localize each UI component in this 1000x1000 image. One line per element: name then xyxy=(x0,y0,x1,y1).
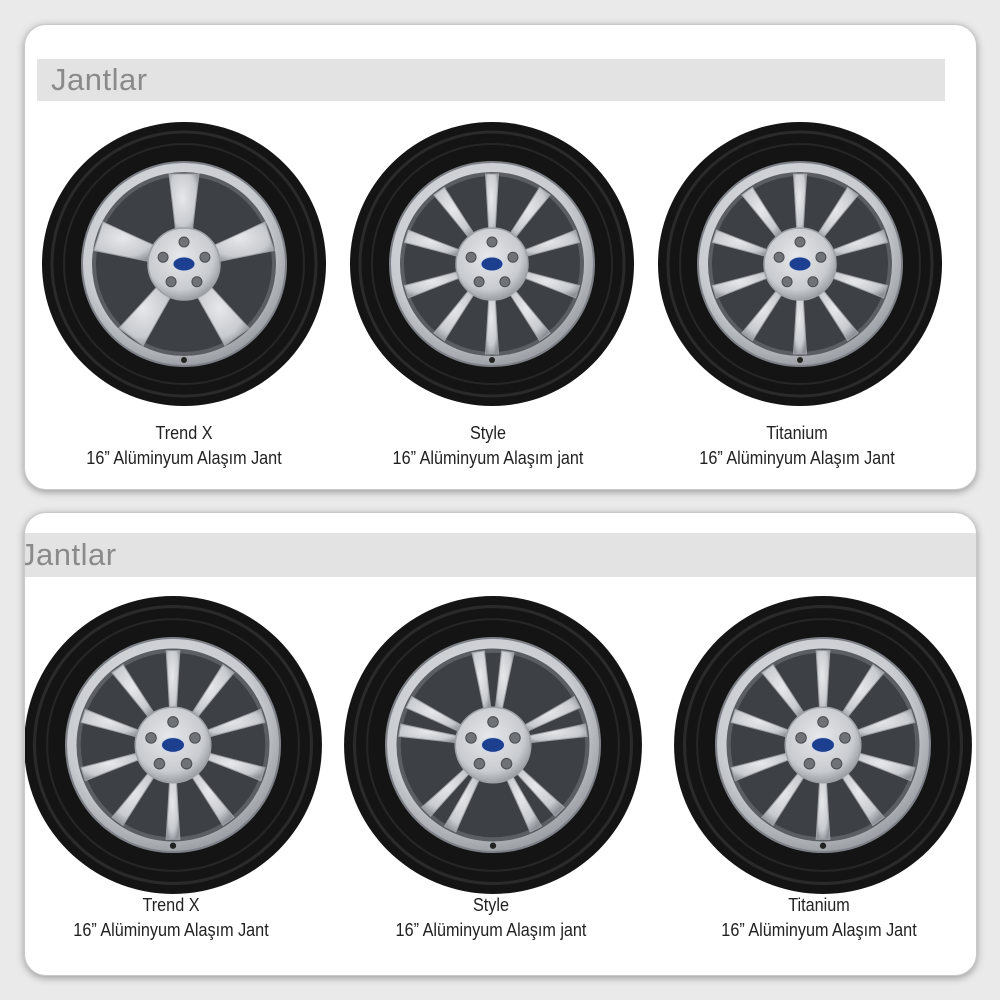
wheel-model: Style xyxy=(469,423,507,443)
wheel-image-style xyxy=(349,121,635,407)
wheel-label: Titanium 16” Alüminyum Alaşım Jant xyxy=(653,421,941,471)
section-header: Jantlar xyxy=(25,533,976,577)
wheel-model: Titanium xyxy=(788,895,850,915)
wheel-label: Style 16” Alüminyum Alaşım jant xyxy=(347,893,635,943)
wheel-model: Titanium xyxy=(766,423,828,443)
wheel-model: Trend X xyxy=(155,423,213,443)
wheel-model: Trend X xyxy=(142,895,200,915)
wheel-label: Style 16” Alüminyum Alaşım jant xyxy=(344,421,632,471)
section-title: Jantlar xyxy=(24,537,117,572)
wheel-description: 16” Alüminyum Alaşım Jant xyxy=(699,448,895,468)
wheel-image-style xyxy=(343,595,642,894)
wheel-image-titanium xyxy=(657,121,943,407)
wheel-image-trend-x xyxy=(41,121,327,407)
wheel-model: Style xyxy=(472,895,510,915)
alloy-wheel-icon xyxy=(344,596,642,894)
wheels-panel-bottom: Jantlar Trend X 16” Alüminyum Alaşım Jan… xyxy=(24,512,977,976)
wheel-label: Trend X 16” Alüminyum Alaşım Jant xyxy=(40,421,328,471)
wheel-description: 16” Alüminyum Alaşım Jant xyxy=(721,920,917,940)
wheels-panel-top: Jantlar Trend X 16” Alüminyum Alaşım Jan… xyxy=(24,24,977,490)
alloy-wheel-icon xyxy=(674,596,972,894)
alloy-wheel-icon xyxy=(350,122,634,406)
section-header: Jantlar xyxy=(37,59,945,101)
alloy-wheel-icon xyxy=(25,596,322,894)
wheel-label: Trend X 16” Alüminyum Alaşım Jant xyxy=(27,893,315,943)
wheel-image-titanium xyxy=(673,595,972,894)
alloy-wheel-icon xyxy=(42,122,326,406)
wheel-description: 16” Alüminyum Alaşım jant xyxy=(392,448,584,468)
wheel-image-trend-x xyxy=(25,595,322,894)
wheel-label: Titanium 16” Alüminyum Alaşım Jant xyxy=(675,893,963,943)
wheel-description: 16” Alüminyum Alaşım Jant xyxy=(86,448,282,468)
section-title: Jantlar xyxy=(51,62,148,97)
alloy-wheel-icon xyxy=(658,122,942,406)
wheel-description: 16” Alüminyum Alaşım Jant xyxy=(73,920,269,940)
wheel-description: 16” Alüminyum Alaşım jant xyxy=(395,920,587,940)
